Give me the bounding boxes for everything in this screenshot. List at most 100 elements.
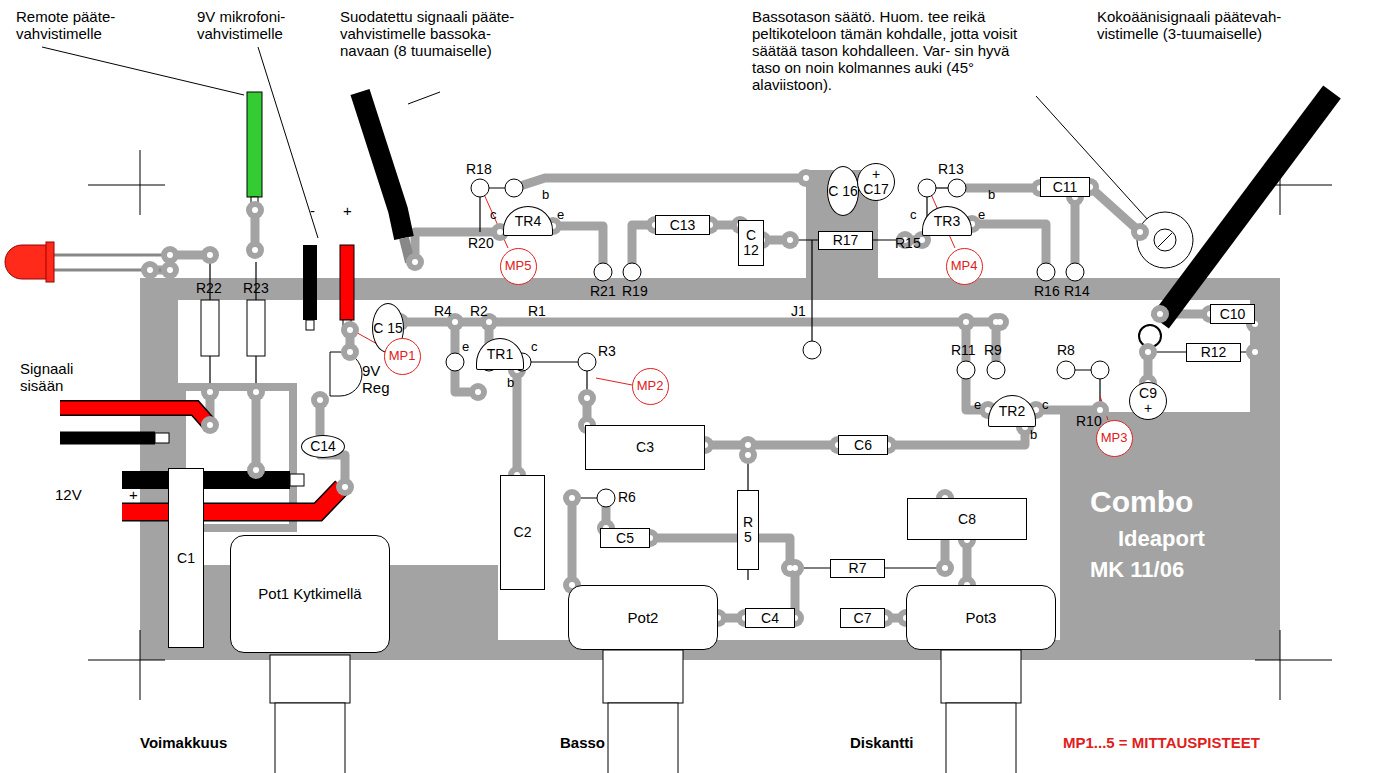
wire: [60, 408, 210, 425]
pad-hole: [475, 389, 481, 395]
part-name: R11: [951, 343, 976, 358]
solder-pad: [918, 179, 936, 197]
component-label: +: [1144, 401, 1152, 416]
capacitor-box: C10: [1210, 304, 1255, 324]
pad-hole: [1252, 349, 1258, 355]
component-label: TR3: [934, 214, 960, 229]
leader-line: [258, 47, 318, 238]
solder-pad: [1151, 305, 1169, 323]
component-label: C4: [761, 611, 779, 626]
pad-hole: [317, 397, 323, 403]
solder-pad: [1246, 343, 1264, 361]
crop-mark: [88, 660, 165, 661]
component-label: Pot1 Kytkimellä: [258, 585, 361, 602]
component-label: C1: [177, 551, 195, 566]
component-label: C5: [616, 531, 634, 546]
solder-pad: [957, 313, 975, 331]
wire: [1160, 92, 1332, 322]
leader-line: [596, 378, 632, 385]
component-label: C 12: [739, 228, 763, 257]
ground-plane: [1060, 412, 1280, 660]
wire-label: 12V: [55, 486, 82, 503]
solder-pad: [469, 383, 487, 401]
solder-pad: [948, 179, 966, 197]
wire: [122, 487, 342, 512]
solder-pad: [597, 489, 615, 507]
board-marking: MK 11/06: [1090, 558, 1184, 582]
copper-trace: [553, 226, 603, 272]
pad-hole: [1137, 229, 1143, 235]
measure-point: MP4: [946, 248, 983, 285]
component-label: C10: [1220, 307, 1246, 322]
crop-mark: [140, 630, 141, 700]
capacitor-box: C7: [840, 608, 885, 628]
board-marking: Combo: [1090, 486, 1193, 518]
solder-pad: [1139, 343, 1157, 361]
solder-pad: [201, 383, 219, 401]
transistor: TR1: [476, 338, 524, 370]
pin-name: b: [988, 188, 995, 202]
pad-hole: [347, 349, 353, 355]
copper-trace: [415, 232, 500, 262]
part-name: R1: [528, 304, 546, 319]
component-label: C11: [1053, 180, 1078, 195]
wire: [155, 433, 169, 443]
part-name: R10: [1076, 414, 1102, 429]
solder-pad: [597, 489, 615, 507]
solder-pad: [987, 361, 1005, 379]
callout-note: Kokoäänisignaali päätevah- vistimelle (3…: [1097, 8, 1315, 42]
wire: [360, 92, 404, 238]
pin-name: c: [1042, 398, 1049, 412]
solder-pad: [1066, 263, 1084, 281]
pad-hole: [252, 207, 258, 213]
wire: [60, 432, 155, 445]
pad-hole: [207, 389, 213, 395]
solder-pad: [446, 353, 464, 371]
solder-pad: [201, 416, 219, 434]
solder-pad: [446, 353, 464, 371]
potentiometer: Pot2: [568, 585, 718, 650]
solder-pad: [948, 179, 966, 197]
wire: [290, 474, 304, 486]
wire: [340, 245, 354, 320]
measure-point: MP2: [632, 368, 669, 405]
solder-pad: [1057, 361, 1075, 379]
solder-pad: [797, 169, 815, 187]
capacitor-box: C11: [1040, 177, 1090, 197]
led: [5, 245, 48, 279]
copper-trace: [650, 538, 790, 568]
copper-trace: [252, 392, 261, 470]
capacitor-box: C13: [655, 215, 710, 235]
led: [54, 254, 170, 257]
callout-note: Remote pääte- vahvistimelle: [16, 8, 138, 42]
solder-pad: [505, 179, 523, 197]
copper-trace: [972, 224, 1046, 272]
solder-pad: [987, 313, 1005, 331]
solder-pad: [1037, 263, 1055, 281]
part-name: R2: [470, 304, 488, 319]
capacitor-box: C4: [745, 608, 795, 628]
leader-line: [408, 92, 440, 104]
part-name: R22: [196, 281, 222, 296]
pin-name: e: [974, 398, 981, 412]
component-label: R7: [849, 561, 867, 576]
potentiometer-shaft: [608, 703, 678, 773]
solder-pad: [987, 361, 1005, 379]
component-label: C9: [1139, 386, 1157, 401]
part-name: R8: [1057, 343, 1075, 358]
solder-pad: [739, 436, 757, 454]
callout-note: Suodatettu signaali pääte- vahvistimelle…: [340, 8, 540, 59]
solder-pad: [505, 179, 523, 197]
copper-trace: [1071, 197, 1080, 272]
capacitor-box: C3: [585, 425, 705, 470]
component-label: MP4: [951, 259, 978, 273]
legend-note: MP1...5 = MITTAUSPISTEET: [1063, 734, 1260, 751]
resistor-symbol: [247, 300, 265, 356]
component-label: R17: [833, 233, 859, 248]
control-name: Diskantti: [850, 734, 913, 751]
component-label: C8: [958, 512, 976, 527]
electrolytic-capacitor: C9+: [1129, 382, 1167, 420]
callout-note: 9V mikrofoni- vahvistimelle: [197, 8, 309, 42]
solder-pad: [623, 263, 641, 281]
crop-mark: [1255, 660, 1332, 661]
